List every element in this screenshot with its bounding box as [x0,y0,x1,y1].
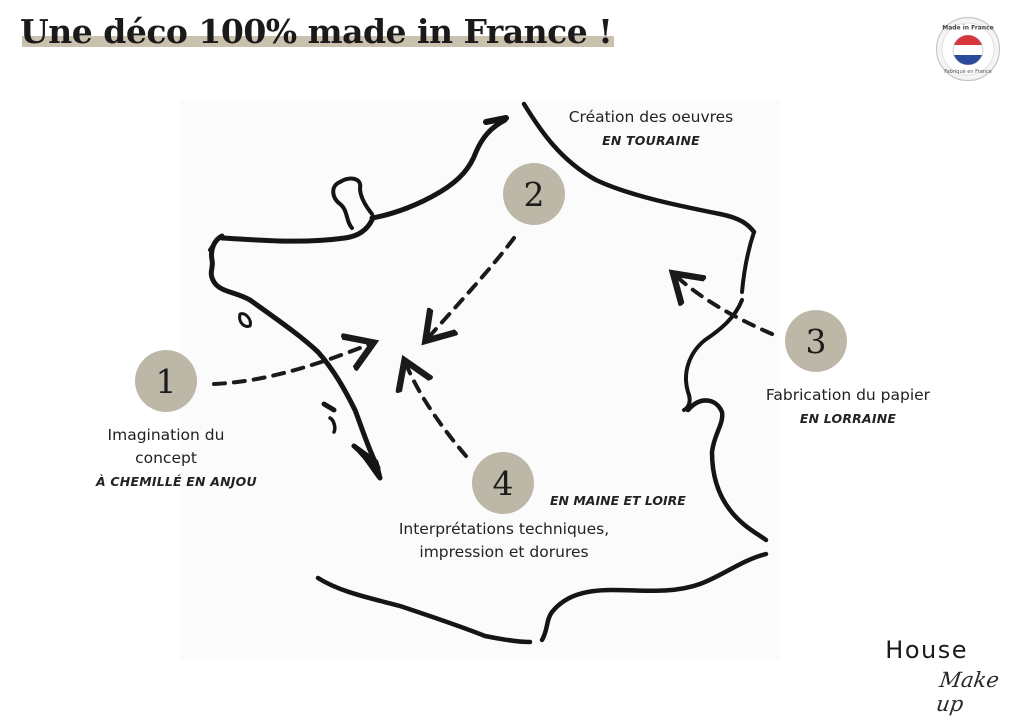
step-4-line-2: impression et dorures [419,543,589,561]
step-2-location: EN TOURAINE [602,133,700,148]
step-4-location: EN MAINE ET LOIRE [550,493,686,508]
step-3-caption: Fabrication du papier EN LORRAINE [756,384,940,430]
step-1-caption: Imagination du concept À CHEMILLÉ EN ANJ… [96,424,257,493]
made-in-france-badge: Made in France Fabriqué en France [935,16,1001,82]
step-1-marker: 1 [135,350,197,412]
page-title: Une déco 100% made in France ! [20,12,613,51]
step-2-line-1: Création des oeuvres [568,108,734,126]
badge-bottom-text: Fabriqué en France [944,68,992,75]
route-arrows [212,236,774,458]
brand-tagline: Make up [934,668,1001,716]
step-1-line-2: concept [135,449,197,467]
step-3-number: 3 [805,321,827,361]
step-4-line-1: Interprétations techniques, [398,520,610,538]
brand-name: House [885,636,968,664]
step-2-marker: 2 [503,163,565,225]
title-underline [22,36,614,47]
french-flag-icon [953,35,983,65]
arrow-3 [676,276,774,336]
step-1-number: 1 [155,361,177,401]
arrow-2 [428,236,516,338]
badge-top-text: Made in France [942,25,994,32]
step-1-line-1: Imagination du [107,426,225,444]
step-1-location: À CHEMILLÉ EN ANJOU [96,474,257,489]
step-2-caption: Création des oeuvres EN TOURAINE [560,106,742,152]
step-4-number: 4 [492,463,514,503]
arrow-4 [406,364,468,458]
step-4-marker: 4 [472,452,534,514]
step-2-number: 2 [523,174,545,214]
france-outline [208,101,769,645]
step-4-caption: Interprétations techniques, impression e… [386,518,622,564]
step-3-location: EN LORRAINE [799,411,897,426]
step-3-marker: 3 [785,310,847,372]
map-background [180,100,780,660]
arrow-1 [212,344,370,386]
step-3-line-1: Fabrication du papier [765,386,931,404]
